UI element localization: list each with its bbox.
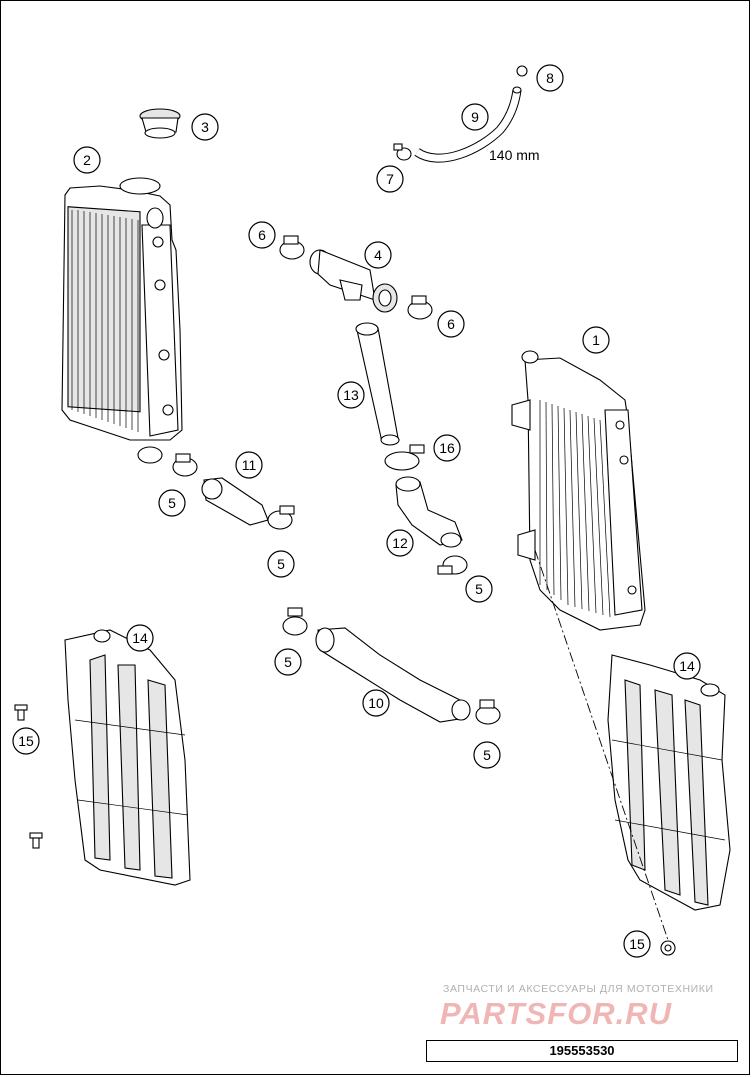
svg-text:14: 14 [679,658,695,674]
callout-5a[interactable]: 5 [158,489,186,517]
watermark-logo: PARTSFOR.RU [440,996,673,1031]
svg-text:11: 11 [242,457,257,473]
svg-text:5: 5 [277,556,285,572]
callout-5d[interactable]: 5 [274,648,302,676]
svg-text:3: 3 [201,119,209,135]
callout-15a[interactable]: 15 [12,727,40,755]
part-number: 195553530 [549,1043,615,1058]
right-radiator-guard[interactable] [607,654,731,911]
coolant-hose-10[interactable] [315,627,471,723]
svg-text:14: 14 [132,630,148,646]
assembly-line [534,549,669,941]
small-clamp-7[interactable] [393,143,412,161]
svg-text:5: 5 [483,747,491,763]
svg-text:6: 6 [447,316,455,332]
callout-5c[interactable]: 5 [465,575,493,603]
callout-11[interactable]: 11 [235,451,263,479]
breather-hose[interactable] [414,86,522,163]
callout-12[interactable]: 12 [386,529,414,557]
callout-16[interactable]: 16 [433,434,461,462]
callout-14a[interactable]: 14 [126,624,154,652]
left-radiator-guard[interactable] [64,629,191,886]
callout-6b[interactable]: 6 [437,310,465,338]
svg-text:4: 4 [374,247,382,263]
callout-2[interactable]: 2 [73,146,101,174]
screw-15b[interactable] [29,832,43,849]
svg-text:12: 12 [392,535,408,551]
callout-3[interactable]: 3 [191,113,219,141]
coolant-hose-11[interactable] [201,477,269,526]
callout-5e[interactable]: 5 [473,741,501,769]
screw-15c[interactable] [660,940,676,956]
svg-text:5: 5 [284,654,292,670]
svg-text:7: 7 [386,171,394,187]
watermark-tagline: ЗАПЧАСТИ И АКСЕССУАРЫ ДЛЯ МОТОТЕХНИКИ [443,983,714,995]
hose-clamp-5d[interactable] [282,607,308,636]
callout-8[interactable]: 8 [536,64,564,92]
svg-text:10: 10 [368,695,384,711]
coolant-hose-12[interactable] [395,476,463,548]
hose-clamp-16[interactable] [384,444,425,471]
svg-text:15: 15 [629,936,645,952]
svg-text:5: 5 [168,495,176,511]
callout-14b[interactable]: 14 [673,652,701,680]
svg-text:13: 13 [343,387,359,403]
svg-text:5: 5 [475,581,483,597]
hose-clamp-5b[interactable] [267,505,295,530]
callout-5b[interactable]: 5 [267,550,295,578]
hose-clamp-5e[interactable] [475,699,501,725]
hose-clamp-6a[interactable] [279,235,305,260]
svg-text:1: 1 [592,332,600,348]
callout-9[interactable]: 9 [461,103,489,131]
left-radiator-fins [71,210,139,432]
hose-clamp-5c[interactable] [437,555,468,575]
callout-13[interactable]: 13 [337,381,365,409]
right-radiator[interactable] [511,350,646,631]
callout-1[interactable]: 1 [582,326,610,354]
small-clamp-8[interactable] [516,65,528,77]
radiator-cap[interactable] [139,108,181,139]
callout-6a[interactable]: 6 [248,221,276,249]
svg-text:8: 8 [546,70,554,86]
callout-4[interactable]: 4 [364,241,392,269]
left-radiator[interactable] [61,177,183,464]
svg-text:15: 15 [18,733,34,749]
screw-15a[interactable] [14,704,28,721]
svg-text:6: 6 [258,227,266,243]
svg-text:9: 9 [471,109,479,125]
hose-length-label: 140 mm [489,147,540,163]
callout-7[interactable]: 7 [376,165,404,193]
hose-clamp-6b[interactable] [407,295,433,320]
callout-10[interactable]: 10 [362,689,390,717]
right-radiator-fins [539,400,611,618]
thermostat-housing[interactable] [309,249,398,313]
callout-15b[interactable]: 15 [623,930,651,958]
svg-text:16: 16 [439,440,455,456]
coolant-hose-13[interactable] [355,322,400,446]
hose-clamp-5a[interactable] [172,453,198,477]
svg-text:2: 2 [83,152,91,168]
part-number-box: 195553530 [426,1040,738,1062]
